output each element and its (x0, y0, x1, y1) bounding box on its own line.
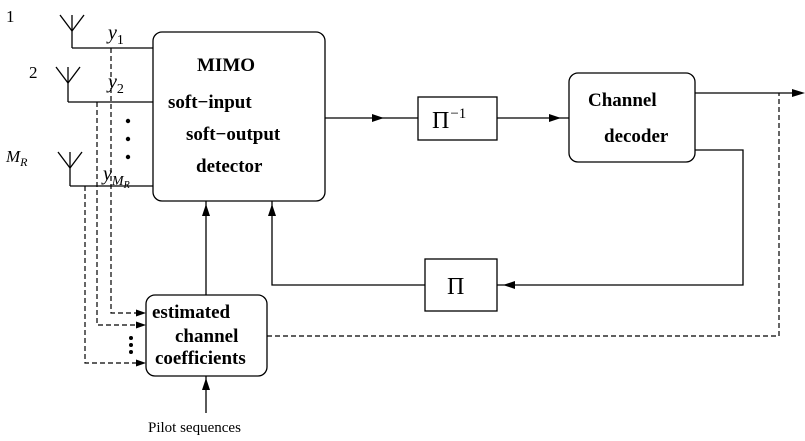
interleaver-label: Π (447, 274, 464, 300)
estimator-label-line1: estimated (152, 302, 231, 323)
estimator-label-line3: coefficients (155, 348, 246, 369)
pilot-tap-lines (84, 48, 136, 364)
signal-ymr-label: yMR (101, 163, 130, 191)
detector-label-line1: MIMO (197, 55, 255, 76)
antenna-mr-label: MR (5, 147, 28, 169)
detector-label-line3: soft−output (186, 124, 281, 145)
arrowhead-to-interleaver (503, 281, 515, 289)
mimo-detector-block (152, 31, 326, 202)
ellipsis-dots-signals (125, 118, 131, 160)
arrowhead-to-decoder (549, 114, 561, 122)
signal-ymr-main: y (101, 163, 112, 185)
signal-y2-sub: 2 (117, 82, 124, 97)
signal-y1-main: y (106, 22, 117, 44)
decoder-label-line2: decoder (604, 126, 669, 147)
signal-ymr-sub-main: M (111, 174, 125, 189)
deinterleaver-label: Π−1 (432, 106, 466, 134)
arrowhead-to-deinterleaver (372, 114, 384, 122)
tap-arrowheads (136, 309, 146, 367)
antenna-1 (59, 14, 153, 49)
antenna-2-label: 2 (29, 63, 38, 82)
signal-y1-sub: 1 (117, 33, 124, 48)
output-arrowhead (792, 89, 805, 97)
signal-y1-label: y1 (106, 22, 124, 48)
antenna-2 (55, 66, 153, 103)
deinterleaver-symbol: Π (432, 108, 449, 134)
estimator-label-line2: channel (175, 326, 238, 347)
deinterleaver-exponent: −1 (450, 106, 466, 122)
detector-label-line4: detector (196, 156, 263, 177)
antenna-1-label: 1 (6, 7, 15, 26)
pilot-sequences-label: Pilot sequences (148, 420, 241, 436)
interleaver-block (424, 258, 498, 312)
detector-label-line2: soft−input (168, 92, 252, 113)
arrowhead-to-detector-feedback (268, 204, 276, 216)
decoder-label-line1: Channel (588, 90, 657, 111)
ellipsis-dots-taps (129, 336, 133, 354)
estimator-to-output-dashed-line (267, 93, 780, 337)
signal-y2-label: y2 (106, 71, 124, 97)
antenna-mr-label-sub: R (19, 155, 28, 169)
arrowhead-to-detector-estimate (202, 204, 210, 216)
antenna-mr-label-main: M (5, 147, 21, 166)
channel-decoder-block (568, 72, 696, 163)
pilot-arrowhead (202, 378, 210, 390)
signal-ymr-sub-sub: R (123, 180, 130, 191)
decoder-feedback-line (497, 149, 744, 286)
interleaver-to-detector-line (271, 201, 425, 286)
